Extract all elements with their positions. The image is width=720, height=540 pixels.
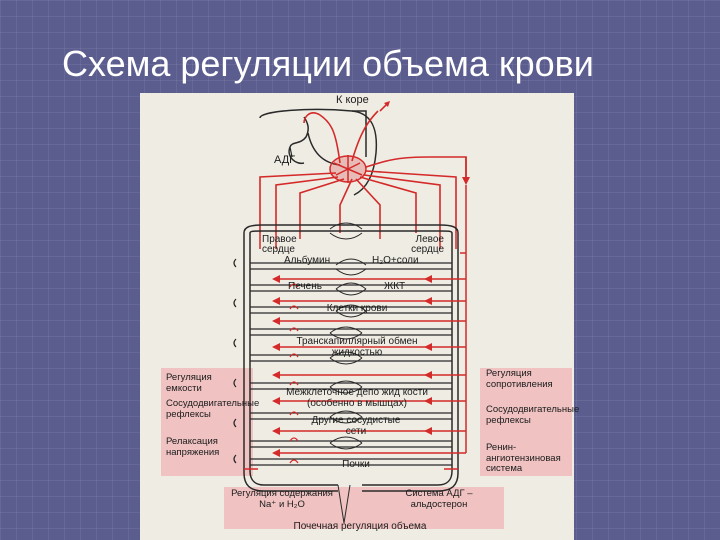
right-panel-renin: Ренин-ангиотензиновая система (486, 442, 561, 474)
label-water-salts: H₂O+соли (372, 255, 419, 266)
red-fibers-top (259, 110, 467, 233)
label-kidneys: Почки (342, 459, 370, 470)
bottom-right-label: Система АДГ – альдостерон (405, 488, 473, 510)
label-blood-cells: Клетки крови (326, 303, 388, 314)
right-panel-bg (480, 368, 572, 476)
left-panel-relaxation: Релаксация напряжения (166, 436, 220, 458)
left-nerve-hooks (233, 258, 237, 464)
left-panel-bg (161, 368, 253, 476)
left-vessel (243, 233, 338, 492)
label-albumin: Альбумин (284, 255, 331, 266)
right-panel-vasomotor: Сосудодвигательные рефлексы (486, 404, 580, 426)
blood-volume-diagram: К коре АДГ Правое сердце Левое сердце Ал… (140, 93, 580, 540)
label-interstitial-depot: Межклеточное депо жид кости (особенно в … (286, 387, 428, 409)
diagram-lines (233, 101, 470, 524)
right-vessel (362, 233, 459, 492)
left-panel-vasomotor: Сосудодвигательные рефлексы (166, 398, 260, 420)
nucleus-sketch (329, 155, 367, 183)
capillary-bundles (329, 222, 367, 524)
bottom-footer-label: Почечная регуляция объема (293, 521, 427, 532)
label-transcapillary: Транскапиллярный обмен жидкостью (296, 336, 418, 358)
label-other-vascular: Другие сосудистые сети (311, 415, 401, 437)
label-left-heart: Левое сердце (411, 234, 444, 255)
red-arrowheads (272, 275, 432, 457)
brain-sketch (259, 108, 378, 196)
red-innervation (259, 185, 467, 454)
slide-title: Схема регуляции объема крови (62, 43, 594, 84)
right-panel-resistance: Регуляция сопротивления (486, 368, 553, 390)
bottom-left-label: Регуляция содержания Na⁺ и H₂O (231, 488, 333, 510)
left-panel-capacity: Регуляция емкости (166, 372, 212, 394)
label-adg: АДГ (274, 154, 296, 166)
label-k-kore: К коре (336, 94, 369, 106)
bottom-panel-bg (224, 487, 504, 529)
label-right-heart: Правое сердце (262, 234, 297, 255)
compartment-vessels (250, 262, 452, 466)
receptor-ticks (289, 283, 299, 464)
label-liver: Печень (288, 281, 322, 292)
label-gi-tract: ЖКТ (384, 281, 406, 292)
